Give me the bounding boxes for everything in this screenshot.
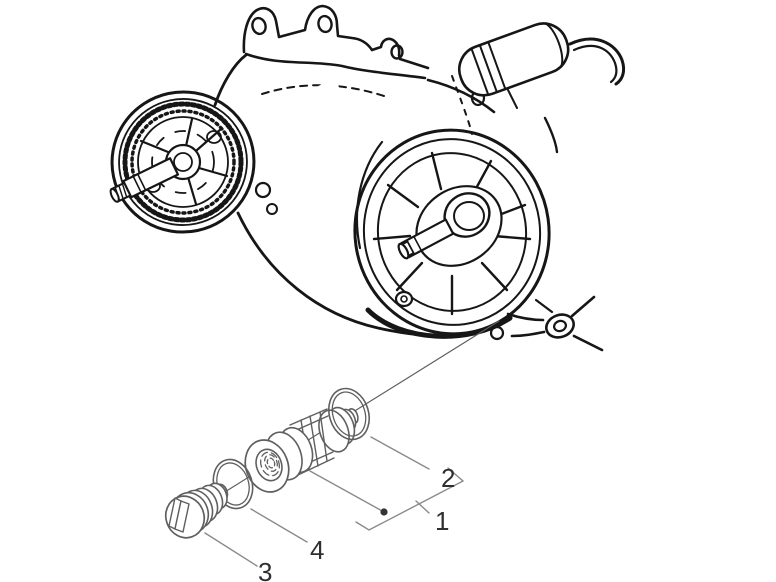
- callouts: 2 1 4 3: [204, 436, 465, 582]
- callout-label-2: 2: [441, 463, 455, 493]
- fan-shaft: [397, 218, 455, 260]
- leader-line-1: [309, 470, 385, 513]
- starter-cable: [568, 37, 626, 86]
- fan-cover: [353, 128, 551, 339]
- engine-assembly-drawing: [109, 4, 626, 352]
- starter-motor: [458, 22, 626, 97]
- cover-bottom-rim: [365, 307, 513, 339]
- leader-tick-1: [415, 500, 430, 514]
- bracket-hole: [317, 14, 333, 34]
- crankshaft-stub: [109, 78, 343, 203]
- drain-plug: [164, 482, 229, 539]
- starter-cable: [572, 44, 618, 84]
- callout-4: 4: [250, 508, 324, 565]
- filter-thread-spiral: [259, 451, 281, 477]
- bracket-hole: [390, 44, 404, 60]
- oil-filter-cartridge: [244, 406, 359, 493]
- o-ring-upper: [327, 387, 371, 441]
- leader-line-3: [204, 532, 258, 567]
- callout-2: 2: [355, 436, 465, 531]
- cover-bolt-boss: [394, 290, 414, 308]
- bracket-hole: [251, 16, 267, 36]
- leader-line-2: [370, 436, 430, 470]
- flywheel-rotor: [109, 78, 343, 234]
- callout-3: 3: [204, 532, 272, 582]
- leader-line-4: [250, 508, 308, 543]
- bolt-boss: [266, 203, 278, 215]
- group-bracket-line: [355, 467, 465, 531]
- exploded-view: [164, 320, 500, 539]
- leader-dot: [380, 508, 388, 516]
- callout-1: 1: [309, 470, 449, 536]
- bolt-boss: [254, 181, 272, 199]
- fan-spokes: [372, 151, 532, 316]
- knurled-rim: [122, 101, 244, 223]
- rear-mount-lug: [506, 295, 604, 352]
- plug-slot-tab: [168, 497, 190, 533]
- callout-label-4: 4: [310, 535, 324, 565]
- top-mounting-bracket: [242, 4, 430, 70]
- callout-label-1: 1: [435, 506, 449, 536]
- callout-label-3: 3: [258, 557, 272, 582]
